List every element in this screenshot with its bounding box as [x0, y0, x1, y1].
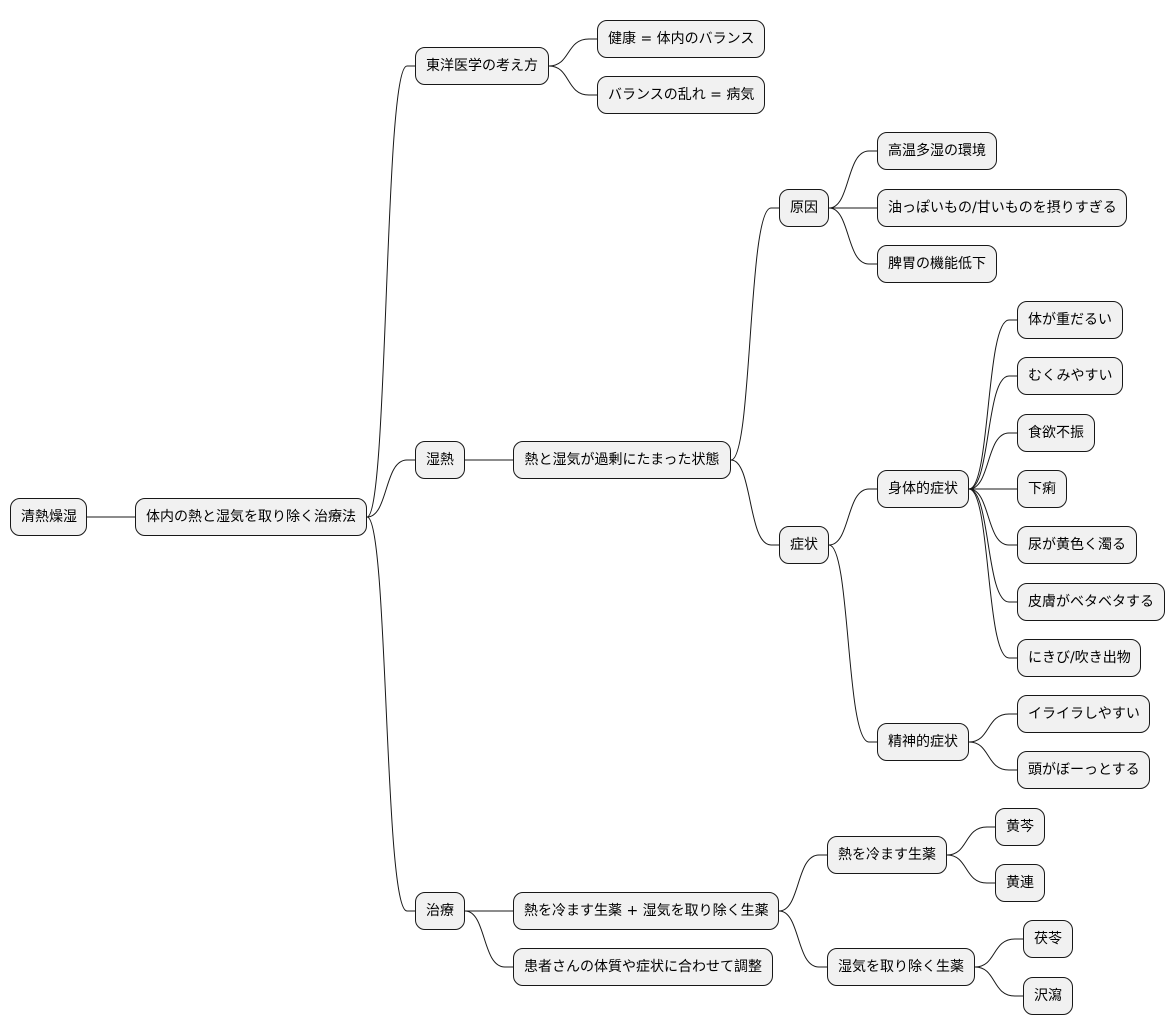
node-mental-item: 頭がぼーっとする: [1017, 751, 1150, 789]
connector-line: [828, 488, 877, 546]
connector-line: [946, 826, 995, 856]
node-mental-item: イライラしやすい: [1017, 695, 1150, 733]
node-disease-imbalance: バランスの乱れ = 病気: [597, 76, 765, 114]
node-cause-item: 油っぽいもの/甘いものを摂りすぎる: [877, 189, 1127, 227]
node-definition: 体内の熱と湿気を取り除く治療法: [135, 498, 367, 536]
node-cooling-herbs: 熱を冷ます生薬: [827, 836, 947, 874]
node-physical-item: 体が重だるい: [1017, 301, 1123, 339]
node-treatment-adjust: 患者さんの体質や症状に合わせて調整: [513, 948, 773, 986]
connector-line: [968, 432, 1017, 490]
connector-line: [828, 207, 877, 265]
node-mental-symptoms: 精神的症状: [877, 723, 969, 761]
node-herb: 沢瀉: [1023, 977, 1073, 1015]
node-herb: 黄芩: [995, 808, 1045, 846]
node-physical-item: むくみやすい: [1017, 357, 1123, 395]
connector-line: [974, 938, 1023, 968]
connector-line: [968, 488, 1017, 546]
connector-line: [730, 207, 779, 461]
node-root: 清熱燥湿: [10, 498, 87, 536]
connector-line: [968, 488, 1017, 659]
node-physical-item: 皮膚がベタベタする: [1017, 583, 1165, 621]
connector-line: [778, 910, 827, 968]
connector-line: [366, 65, 415, 518]
connector-line: [946, 854, 995, 884]
connector-line: [968, 488, 1017, 603]
connector-line: [974, 966, 1023, 997]
node-herb: 茯苓: [1023, 920, 1073, 958]
node-east-medicine: 東洋医学の考え方: [415, 47, 549, 85]
node-treatment-combo: 熱を冷ます生薬 + 湿気を取り除く生薬: [513, 892, 779, 930]
connector-line: [464, 910, 513, 968]
node-physical-item: 下痢: [1017, 470, 1067, 508]
node-treatment: 治療: [415, 892, 465, 930]
node-herb: 黄連: [995, 864, 1045, 902]
node-physical-item: にきび/吹き出物: [1017, 639, 1141, 677]
node-drying-herbs: 湿気を取り除く生薬: [827, 948, 975, 986]
connector-line: [548, 65, 597, 96]
node-cause-item: 脾胃の機能低下: [877, 245, 997, 283]
connector-line: [778, 854, 827, 912]
connector-line: [828, 544, 877, 743]
node-physical-symptoms: 身体的症状: [877, 470, 969, 508]
node-physical-item: 食欲不振: [1017, 414, 1095, 452]
node-symptom: 症状: [779, 526, 829, 564]
node-cause-item: 高温多湿の環境: [877, 132, 997, 170]
node-state: 熱と湿気が過剰にたまった状態: [513, 441, 731, 479]
connector-line: [548, 38, 597, 67]
connector-line: [828, 150, 877, 209]
connector-line: [968, 319, 1017, 490]
connector-line: [968, 375, 1017, 490]
node-health-balance: 健康 = 体内のバランス: [597, 20, 765, 58]
connector-line: [968, 713, 1017, 743]
node-cause: 原因: [779, 189, 829, 227]
connector-line: [366, 516, 415, 912]
connector-line: [366, 459, 415, 518]
node-physical-item: 尿が黄色く濁る: [1017, 526, 1137, 564]
node-shitsunetsu: 湿熱: [415, 441, 465, 479]
connector-line: [968, 741, 1017, 771]
connector-line: [730, 459, 779, 546]
